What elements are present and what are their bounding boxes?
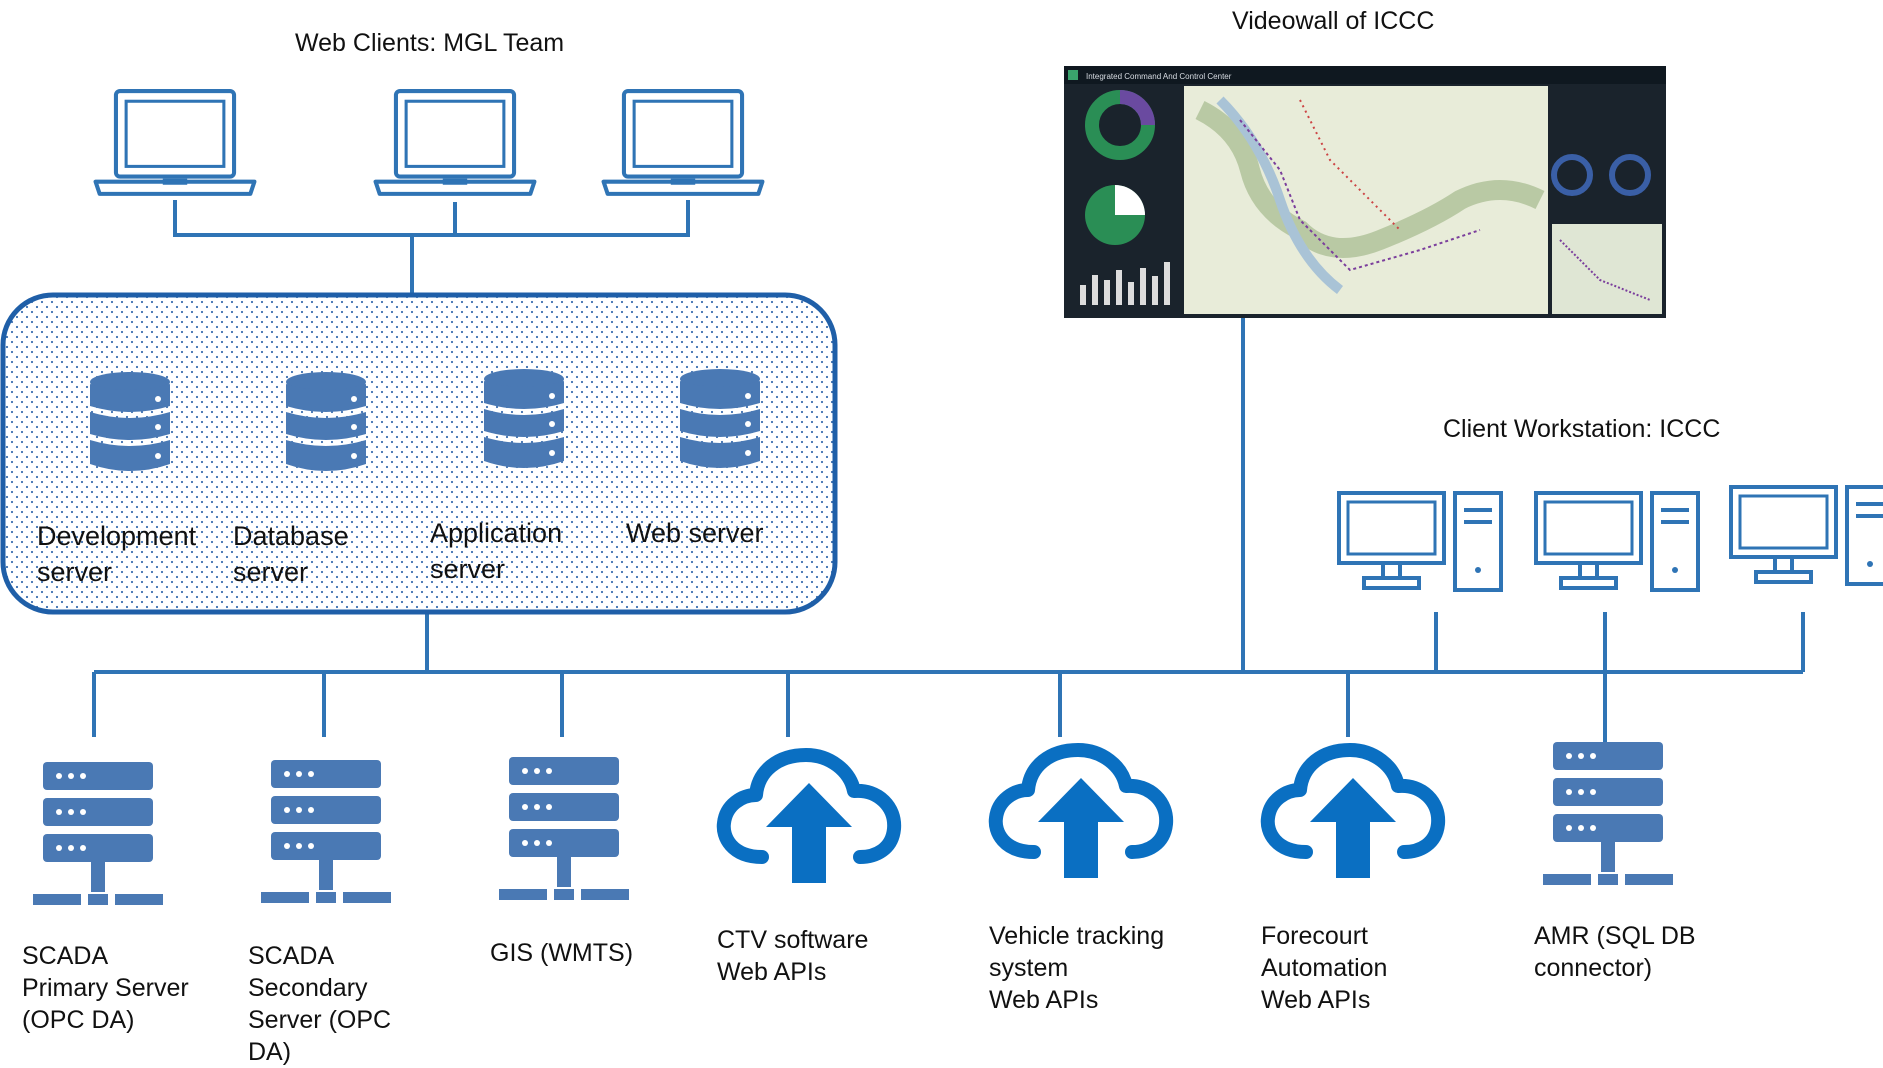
web-clients-title: Web Clients: MGL Team (295, 29, 565, 57)
server-label-database: Database server (233, 521, 349, 587)
system-label-scada-primary: SCADA Primary Server (OPC DA) (22, 942, 189, 1034)
client-workstation-title: Client Workstation: ICCC (1443, 415, 1721, 443)
dashboard-right-panel (1551, 154, 1662, 314)
database-icon (680, 369, 760, 468)
videowall-screen-title: Integrated Command And Control Center (1086, 72, 1232, 81)
system-icons (33, 742, 1673, 905)
cloud-upload-icon (1268, 750, 1438, 878)
server-label-application: Application server (430, 518, 563, 584)
server-rack-icon (1543, 742, 1673, 885)
system-label-ctv: CTV software Web APIs (717, 926, 869, 986)
database-icon (484, 369, 564, 468)
server-rack-icon (261, 760, 391, 903)
system-label-forecourt: Forecourt Automation Web APIs (1261, 922, 1388, 1014)
connection-lines (92, 200, 1805, 750)
cloud-upload-icon (724, 755, 894, 883)
desktop-computer-icon (1729, 485, 1883, 586)
laptop-icon (604, 91, 763, 194)
laptop-icon (96, 91, 255, 194)
system-label-vehicle-tracking: Vehicle tracking system Web APIs (989, 922, 1165, 1014)
server-rack-icon (33, 762, 163, 905)
web-clients-laptops (96, 91, 763, 194)
dashboard-left-panel (1080, 90, 1170, 305)
server-cluster-box (0, 292, 838, 615)
desktop-computer-icon (1337, 491, 1503, 592)
web-clients-connector (173, 200, 690, 295)
database-icon (90, 372, 170, 471)
videowall-title: Videowall of ICCC (1232, 7, 1435, 35)
server-rack-icon (499, 757, 629, 900)
videowall-screenshot: Integrated Command And Control Center (1064, 66, 1666, 318)
laptop-icon (376, 91, 535, 194)
database-icon (286, 372, 366, 471)
system-label-gis: GIS (WMTS) (490, 939, 634, 967)
client-workstations (1337, 485, 1883, 592)
server-label-development: Development server (37, 521, 197, 587)
server-label-web: Web server (626, 518, 764, 548)
cloud-upload-icon (996, 750, 1166, 878)
system-label-amr: AMR (SQL DB connector) (1534, 922, 1696, 982)
desktop-computer-icon (1534, 491, 1700, 592)
system-label-scada-secondary: SCADA Secondary Server (OPC DA) (248, 942, 392, 1066)
